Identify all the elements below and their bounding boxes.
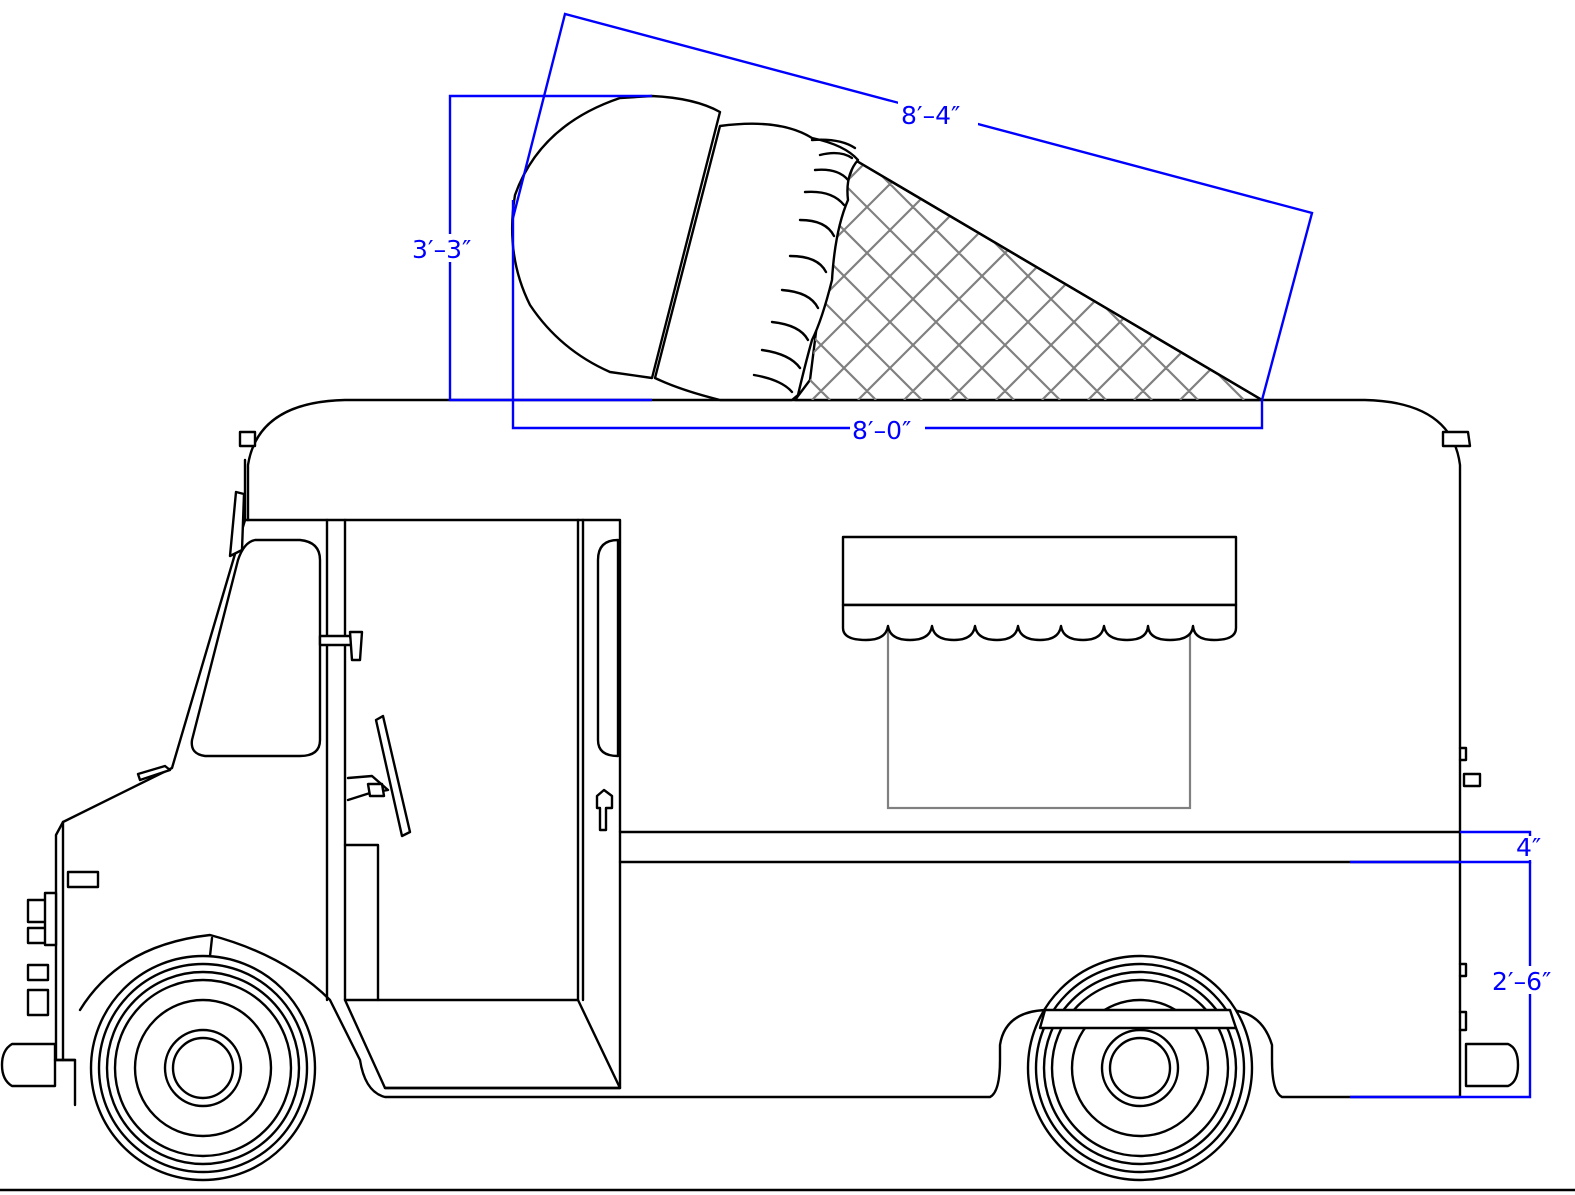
label-mask bbox=[898, 100, 978, 128]
dim-stripe-height: 4″ bbox=[1516, 833, 1541, 862]
truck-front bbox=[0, 891, 77, 1107]
truck-cab bbox=[54, 490, 622, 1090]
label-mask bbox=[410, 234, 490, 262]
ice-cream-scoop bbox=[510, 94, 860, 402]
dim-lower-panel-height: 2′–6″ bbox=[1492, 967, 1551, 996]
label-mask bbox=[1490, 966, 1570, 994]
truck-body bbox=[78, 398, 1482, 1099]
front-wheel bbox=[89, 936, 317, 1182]
label-mask bbox=[850, 416, 925, 442]
label-mask bbox=[1512, 836, 1548, 860]
serving-window bbox=[886, 618, 1192, 810]
dim-cone-height: 3′–3″ bbox=[412, 235, 471, 264]
awning bbox=[841, 535, 1238, 642]
rear-bumper bbox=[1464, 1042, 1520, 1088]
rear-wheel bbox=[1026, 954, 1254, 1182]
dim-cone-length: 8′–4″ bbox=[901, 101, 960, 130]
dim-cone-base: 8′–0″ bbox=[852, 416, 911, 445]
